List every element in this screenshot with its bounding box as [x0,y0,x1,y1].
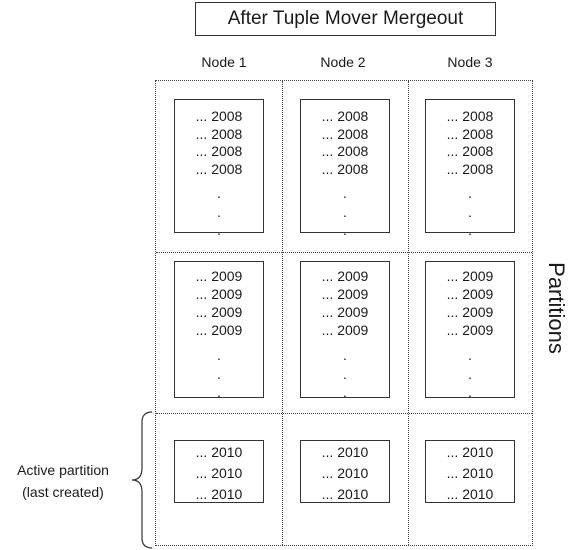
active-partition-label: Active partition (last created) [4,459,122,503]
partition-row-text: ... 2008 [195,143,243,159]
partition-box-1-node-1: ... 2008... 2008... 2008... 2008... [174,99,264,237]
continuation-dot: . [343,347,347,363]
continuation-dot: . [343,185,347,201]
partitions-axis-text: Partitions [544,262,569,354]
partition-row-text: ... 2008 [321,143,369,159]
continuation-dot: . [217,203,221,220]
partition-row-text: ... 2010 [195,444,243,460]
partition-row-text: ... 2008 [321,108,369,124]
partition-box-3-node-2: ... 2010 ... 2010 ... 2010 [300,440,390,503]
partition-row-text: ... 2008 [446,108,494,124]
partition-box-3-node-3: ... 2010 ... 2010 ... 2010 [425,440,515,503]
continuation-dot: . [343,203,347,220]
partition-row-text: ... 2009 [446,286,494,302]
node-3-label: Node 3 [447,54,493,70]
continuation-dot: . [343,384,347,400]
partition-row-text: ... 2010 [321,465,369,481]
active-partition-line2: (last created) [22,484,104,500]
continuation-dot: . [468,222,472,238]
grid-column-divider [408,81,409,545]
continuation-dot: . [217,365,221,382]
continuation-dot: . [217,384,221,400]
partition-row-text: ... 2010 [195,465,243,481]
partition-box-2-node-1: ... 2009 ... 2009 ... 2009 ... 2009... [174,261,264,400]
partition-row-text: ... 2008 [446,143,494,159]
grid-row-divider [156,413,532,414]
continuation-dot: . [217,185,221,201]
continuation-dot: . [343,365,347,382]
partition-row-text: ... 2009 [321,304,369,320]
partition-row-text: ... 2008 [195,108,243,124]
partition-row-text: ... 2009 [321,322,369,338]
partition-row-text: ... 2010 [321,486,369,502]
partition-row-text: ... 2008 [321,160,369,177]
curly-brace-icon [131,411,153,549]
partition-row-text: ... 2009 [446,268,494,284]
partition-box-1-node-2: ... 2008... 2008... 2008... 2008... [300,99,390,237]
diagram-title-text: After Tuple Mover Mergeout [227,8,464,29]
partition-row-text: ... 2010 [446,486,494,502]
node-1-label: Node 1 [201,54,247,70]
partition-row-text: ... 2009 [195,304,243,320]
partition-box-2-node-3: ... 2009 ... 2009 ... 2009 ... 2009... [425,261,515,400]
node-2-label: Node 2 [320,54,366,70]
partition-row-text: ... 2009 [321,268,369,284]
grid-column-divider [282,81,283,545]
partition-row-text: ... 2009 [446,322,494,338]
continuation-dot: . [217,222,221,238]
continuation-dot: . [343,222,347,238]
partition-box-3-node-1: ... 2010 ... 2010 ... 2010 [174,440,264,503]
continuation-dot: . [468,185,472,201]
partition-row-text: ... 2008 [446,160,494,177]
continuation-dot: . [217,347,221,363]
partition-row-text: ... 2009 [321,286,369,302]
partition-row-text: ... 2008 [195,160,243,177]
partition-box-1-node-3: ... 2008... 2008... 2008... 2008... [425,99,515,237]
continuation-dot: . [468,347,472,363]
partition-row-text: ... 2009 [195,322,243,338]
partition-row-text: ... 2009 [446,304,494,320]
partition-row-text: ... 2008 [195,125,243,142]
diagram-title: After Tuple Mover Mergeout [195,2,496,36]
partition-row-text: ... 2009 [195,268,243,284]
partition-row-text: ... 2010 [446,444,494,460]
partition-grid: ... 2008... 2008... 2008... 2008...... 2… [155,80,533,546]
active-partition-line1: Active partition [17,462,109,478]
partition-row-text: ... 2010 [195,486,243,502]
partition-row-text: ... 2010 [446,465,494,481]
partition-row-text: ... 2010 [321,444,369,460]
partition-row-text: ... 2008 [446,125,494,142]
partitions-axis-label: Partitions [536,253,576,363]
partition-row-text: ... 2008 [321,125,369,142]
partition-row-text: ... 2009 [195,286,243,302]
continuation-dot: . [468,384,472,400]
continuation-dot: . [468,203,472,220]
continuation-dot: . [468,365,472,382]
partition-box-2-node-2: ... 2009 ... 2009 ... 2009 ... 2009... [300,261,390,400]
grid-row-divider [156,252,532,253]
